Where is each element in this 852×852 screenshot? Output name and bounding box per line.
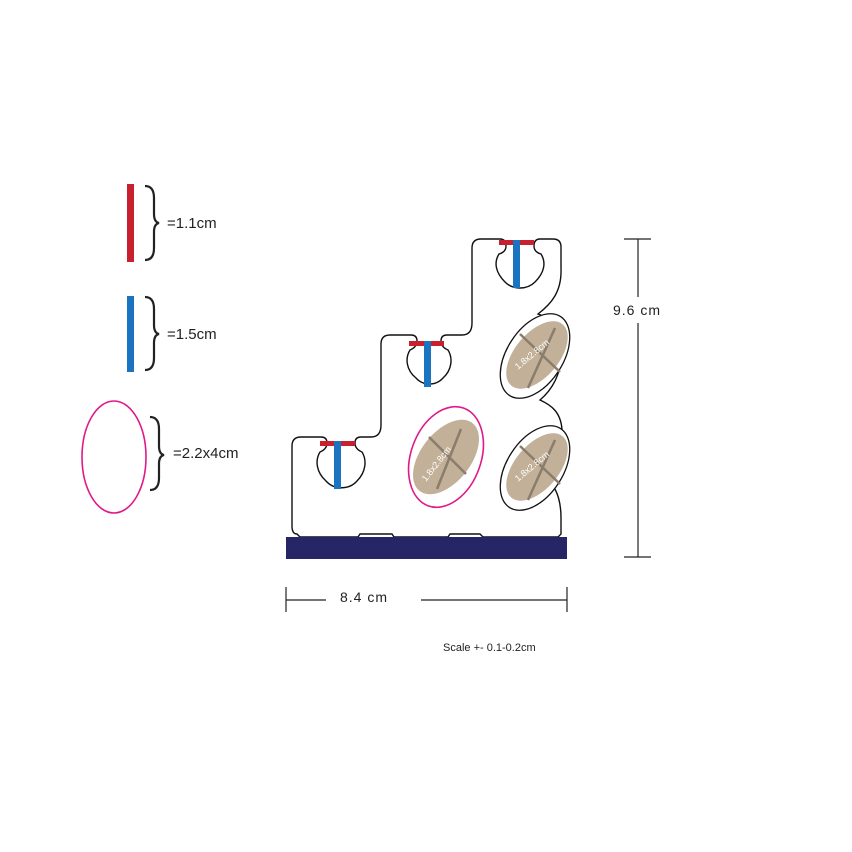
legend-oval-label: =2.2x4cm	[173, 445, 238, 462]
center-stone-cross-a	[428, 436, 467, 475]
lower-right-stone-cross-b	[526, 439, 557, 501]
height-dimension	[624, 238, 651, 558]
legend-blue-brace	[144, 295, 160, 372]
lower-right-stone-cross-a	[519, 445, 561, 485]
slot-middle-blue-bar	[424, 341, 431, 387]
slot-top-blue-bar	[513, 240, 520, 288]
legend-blue-label: =1.5cm	[167, 326, 217, 343]
legend-oval-brace	[149, 415, 165, 492]
legend: =1.1cm =1.5cm =2.2x4cm	[81, 184, 238, 514]
legend-red-label: =1.1cm	[167, 215, 217, 232]
legend-blue-bar	[127, 296, 134, 372]
upper-right-stone-cross-a	[519, 333, 561, 373]
center-stone-cross-b	[435, 428, 463, 490]
slot-top	[499, 240, 534, 288]
upper-right-stone-cross-b	[526, 327, 557, 389]
lower-right-stone	[506, 433, 568, 501]
width-label: 8.4 cm	[340, 589, 388, 605]
slot-bottom-blue-bar	[334, 441, 341, 489]
stone-window-upper-right: 1.8x2.8cm	[499, 313, 571, 399]
upper-right-stone	[506, 321, 568, 389]
stand-base	[286, 537, 567, 559]
stone-window-lower-right: 1.8x2.8cm	[499, 425, 571, 511]
height-label: 9.6 cm	[613, 302, 661, 318]
scale-note: Scale +- 0.1-0.2cm	[443, 642, 536, 654]
stone-window-center: 1.8x2.8cm	[407, 405, 485, 509]
legend-oval	[81, 400, 147, 514]
slot-middle	[409, 341, 444, 387]
width-dimension	[285, 587, 568, 612]
slot-bottom	[320, 441, 355, 489]
legend-red-bar	[127, 184, 134, 262]
legend-red-brace	[144, 184, 160, 262]
